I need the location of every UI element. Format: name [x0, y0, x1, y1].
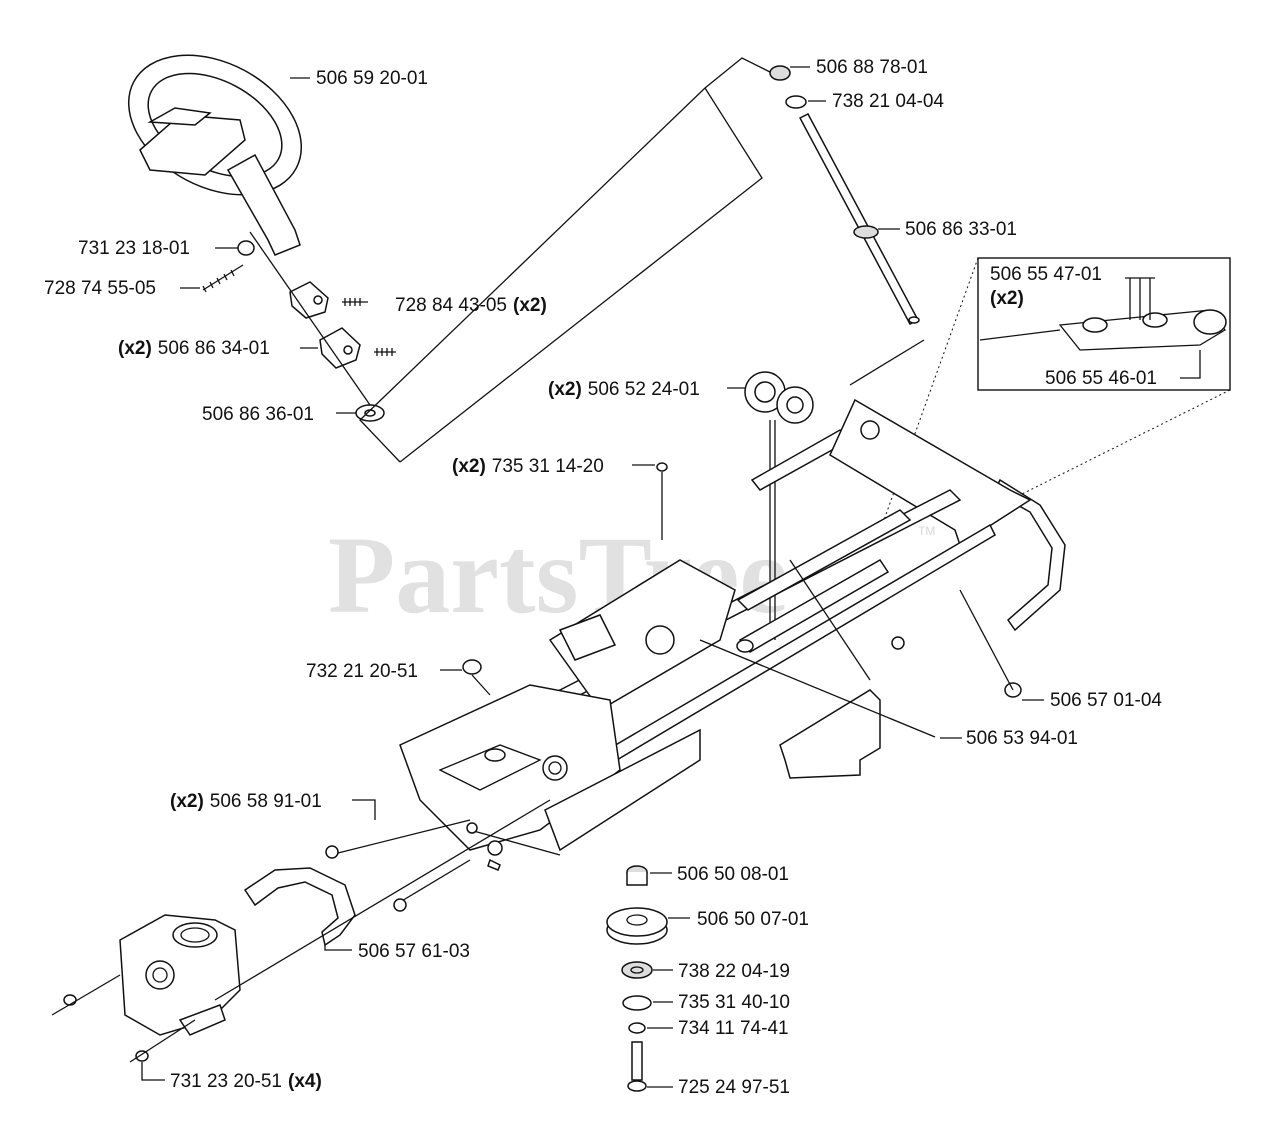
label-732-21-20-51: 732 21 20-51	[306, 661, 418, 682]
label-734-11-74-41: 734 11 74-41	[678, 1018, 789, 1039]
label-728-74-55-05: 728 74 55-05	[44, 278, 156, 299]
watermark-tm: TM	[918, 524, 935, 538]
rods	[214, 799, 551, 1001]
label-731-23-20-51: 731 23 20-51(x4)	[170, 1071, 322, 1092]
label-506-86-36-01: 506 86 36-01	[202, 404, 314, 425]
steering-hub-parts	[202, 231, 396, 422]
gearbox	[51, 914, 241, 1063]
label-506-50-07-01: 506 50 07-01	[697, 909, 809, 930]
leader-lines	[141, 66, 1044, 1088]
pulley-stack	[606, 865, 668, 1092]
label-506-52-24-01: (x2)506 52 24-01	[548, 379, 700, 400]
label-728-84-43-05: 728 84 43-05(x2)	[395, 295, 547, 316]
detail-inset	[874, 257, 1231, 546]
label-738-21-04-04: 738 21 04-04	[832, 91, 944, 112]
steering-column	[769, 65, 925, 386]
label-506-57-61-03: 506 57 61-03	[358, 941, 470, 962]
shield-bracket	[243, 867, 356, 947]
label-735-31-40-10: 735 31 40-10	[678, 992, 790, 1013]
label-506-58-91-01: (x2)506 58 91-01	[170, 791, 322, 812]
label-506-88-78-01: 506 88 78-01	[816, 57, 928, 78]
lever	[462, 462, 668, 696]
steering-gears	[744, 371, 814, 640]
label-506-86-33-01: 506 86 33-01	[905, 219, 1017, 240]
label-735-31-14-20: (x2)735 31 14-20	[452, 456, 604, 477]
main-frame	[399, 398, 1066, 871]
label-506-50-08-01: 506 50 08-01	[677, 864, 789, 885]
label-506-86-34-01: (x2)506 86 34-01	[118, 338, 270, 359]
label-731-23-18-01: 731 23 18-01	[78, 238, 190, 259]
label-506-55-47-01: 506 55 47-01	[990, 264, 1102, 285]
steering-wheel	[127, 54, 303, 256]
label-725-24-97-51: 725 24 97-51	[678, 1077, 790, 1098]
label-506-55-46-01: 506 55 46-01	[1045, 368, 1157, 389]
label-506-53-94-01: 506 53 94-01	[966, 728, 1078, 749]
label-738-22-04-19: 738 22 04-19	[678, 961, 790, 982]
label-506-57-01-04: 506 57 01-04	[1050, 690, 1162, 711]
label-506-59-20-01: 506 59 20-01	[316, 68, 428, 89]
label-506-55-47-01-qty: (x2)	[990, 288, 1024, 309]
